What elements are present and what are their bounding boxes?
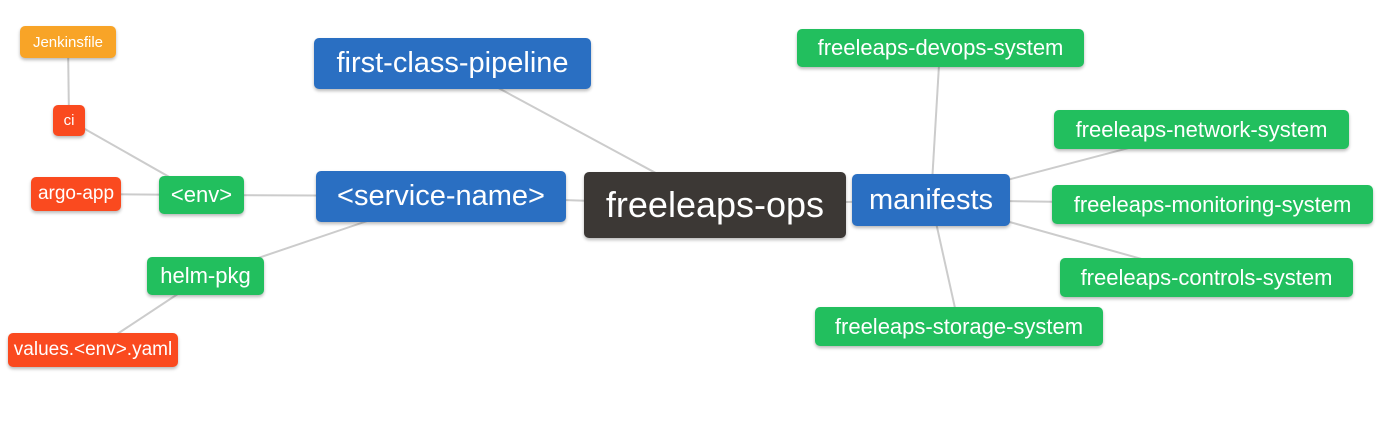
node-freeleaps-monitoring-system[interactable]: freeleaps-monitoring-system [1052, 185, 1373, 224]
node-freeleaps-devops-system[interactable]: freeleaps-devops-system [797, 29, 1084, 67]
node-values-env-yaml[interactable]: values.<env>.yaml [8, 333, 178, 367]
node-manifests[interactable]: manifests [852, 174, 1010, 226]
node-freeleaps-ops-root[interactable]: freeleaps-ops [584, 172, 846, 238]
node-first-class-pipeline[interactable]: first-class-pipeline [314, 38, 591, 89]
node-helm-pkg[interactable]: helm-pkg [147, 257, 264, 295]
node-ci[interactable]: ci [53, 105, 85, 136]
node-env[interactable]: <env> [159, 176, 244, 214]
node-argo-app[interactable]: argo-app [31, 177, 121, 211]
node-service-name[interactable]: <service-name> [316, 171, 566, 222]
node-jenkinsfile[interactable]: Jenkinsfile [20, 26, 116, 58]
node-freeleaps-controls-system[interactable]: freeleaps-controls-system [1060, 258, 1353, 297]
node-freeleaps-storage-system[interactable]: freeleaps-storage-system [815, 307, 1103, 346]
node-freeleaps-network-system[interactable]: freeleaps-network-system [1054, 110, 1349, 149]
